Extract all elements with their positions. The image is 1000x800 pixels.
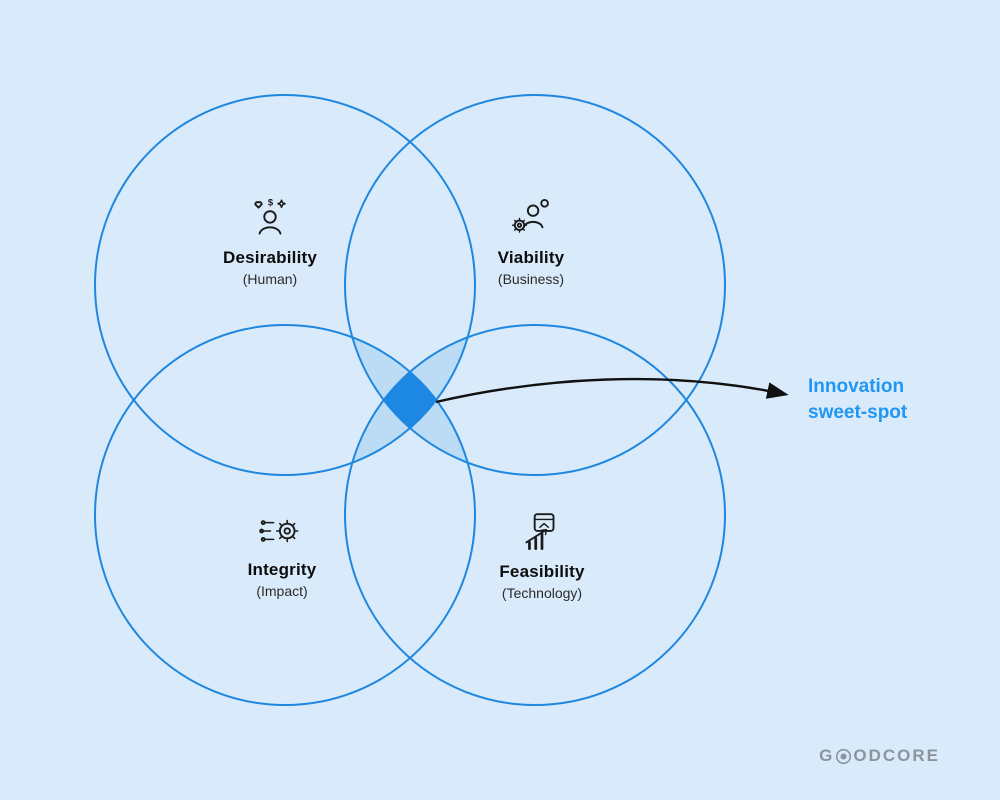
house-chart-icon [525,513,555,551]
circle-viability [344,94,726,476]
circle-sublabel-integrity: (Impact) [256,583,308,599]
circle-label-integrity: Integrity [247,560,317,579]
circle-label-feasibility: Feasibility [499,562,585,581]
circle-sublabel-feasibility: (Technology) [501,585,583,601]
sweet-spot-annotation-line1: Innovation [808,376,905,397]
circle-sublabel-viability: (Business) [497,271,565,287]
circle-label-viability: Viability [497,248,565,267]
group-desirability: $ Desirability (Human) [160,196,380,287]
circle-sublabel-desirability: (Human) [242,271,298,287]
circle-label-desirability: Desirability [222,248,318,267]
circle-integrity [94,324,476,706]
sweet-spot-annotation-line2: sweet-spot [808,402,908,423]
goodcore-logo: G ODCORE [819,746,940,766]
group-integrity: Integrity (Impact) [172,508,392,599]
group-viability: Viability (Business) [421,196,641,287]
logo-text-suffix: ODCORE [853,746,940,765]
person-hearts-icon: $ [254,196,286,235]
circle-desirability [94,94,476,476]
sweet-spot-arrow [435,377,789,404]
svg-text:$: $ [268,196,274,207]
logo-text-prefix: G [819,746,835,765]
circle-feasibility [344,324,726,706]
logo-o-icon [836,748,852,764]
person-gear-icon [511,199,549,233]
group-feasibility: Feasibility (Technology) [432,510,652,601]
sweet-spot-annotation: Innovation sweet-spot [808,374,907,426]
gear-motion-icon [259,519,299,543]
